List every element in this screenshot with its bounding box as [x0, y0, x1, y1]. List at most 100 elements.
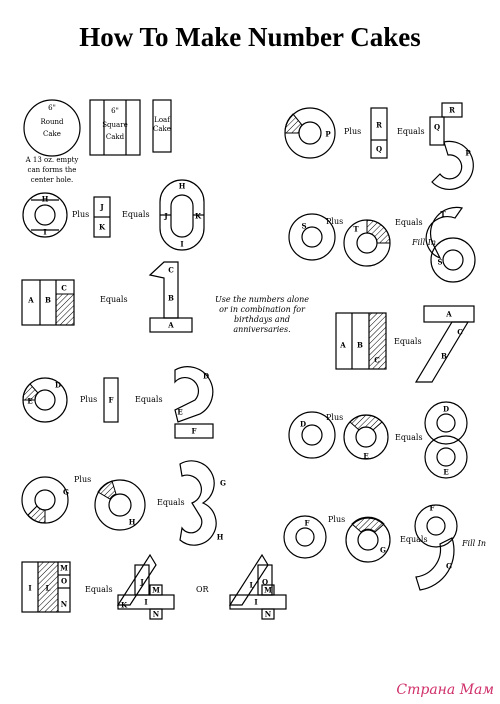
number-3-recipe: G Plus H Equals G H	[21, 460, 226, 546]
svg-text:H: H	[179, 182, 186, 191]
svg-text:I: I	[254, 598, 257, 607]
svg-text:P: P	[325, 130, 331, 139]
svg-text:A: A	[27, 296, 34, 305]
svg-text:L: L	[250, 581, 255, 590]
svg-text:K: K	[121, 601, 128, 610]
svg-text:Cakd: Cakd	[106, 133, 125, 141]
svg-text:Equals: Equals	[157, 498, 185, 507]
svg-text:E: E	[443, 468, 448, 477]
svg-text:Equals: Equals	[395, 433, 423, 442]
svg-text:O: O	[262, 578, 268, 587]
svg-text:F: F	[109, 396, 114, 405]
svg-text:Plus: Plus	[326, 217, 343, 226]
square-cake-pan: 6" Square Cakd	[89, 99, 141, 156]
svg-text:I: I	[28, 584, 31, 593]
center-note: Use the numbers alone or in combination …	[215, 295, 309, 334]
svg-text:D: D	[203, 372, 209, 381]
svg-text:F: F	[192, 427, 197, 436]
svg-text:Cake: Cake	[43, 130, 61, 138]
svg-text:O: O	[61, 577, 67, 586]
svg-text:Equals: Equals	[122, 210, 150, 219]
svg-text:Equals: Equals	[397, 127, 425, 136]
svg-text:A 13 oz. empty: A 13 oz. empty	[25, 156, 79, 164]
svg-text:S: S	[301, 222, 306, 231]
svg-text:B: B	[45, 296, 51, 305]
svg-text:F: F	[430, 504, 435, 513]
svg-text:S: S	[437, 258, 442, 267]
svg-text:J: J	[99, 203, 104, 212]
svg-text:Plus: Plus	[74, 475, 91, 484]
svg-text:Equals: Equals	[395, 218, 423, 227]
svg-text:Equals: Equals	[135, 395, 163, 404]
svg-text:G: G	[63, 488, 69, 497]
svg-text:H: H	[129, 518, 136, 527]
svg-text:Q: Q	[376, 145, 382, 154]
svg-text:Q: Q	[434, 123, 440, 132]
svg-text:J: J	[163, 212, 168, 221]
svg-text:D: D	[300, 420, 306, 429]
round-cake-pan: 6" Round Cake A 13 oz. empty can forms t…	[23, 99, 81, 184]
svg-text:center hole.: center hole.	[31, 176, 73, 184]
svg-text:Fill In: Fill In	[411, 238, 436, 247]
number-5-recipe: P Plus R Q Equals R Q P	[284, 102, 474, 190]
svg-text:M: M	[152, 586, 160, 595]
loaf-cake-pan: Loaf Cake	[152, 99, 172, 153]
svg-text:E: E	[177, 408, 182, 417]
svg-text:B: B	[168, 294, 174, 303]
svg-text:E: E	[363, 452, 368, 461]
svg-text:A: A	[167, 321, 174, 330]
svg-text:C: C	[457, 328, 463, 337]
watermark: Страна Мам	[396, 682, 494, 698]
svg-text:Use the numbers alone: Use the numbers alone	[215, 295, 309, 304]
svg-text:T: T	[353, 225, 359, 234]
svg-text:can forms the: can forms the	[28, 166, 77, 174]
svg-text:Plus: Plus	[72, 210, 89, 219]
svg-text:Loaf: Loaf	[154, 116, 171, 124]
svg-text:D: D	[55, 381, 61, 390]
svg-text:Equals: Equals	[85, 585, 113, 594]
svg-text:H: H	[42, 195, 49, 204]
svg-text:F: F	[305, 519, 310, 528]
svg-text:Plus: Plus	[326, 413, 343, 422]
svg-text:J: J	[139, 578, 144, 587]
page-title: How To Make Number Cakes	[79, 22, 421, 52]
svg-text:Round: Round	[41, 118, 65, 126]
svg-text:D: D	[443, 405, 449, 414]
number-4-recipe: I L M O N Equals J I M N K OR L O I M N	[21, 553, 287, 620]
svg-text:Cake: Cake	[153, 125, 171, 133]
svg-text:birthdays and: birthdays and	[234, 315, 290, 324]
number-7-recipe: A B C Equals A C B	[335, 305, 475, 383]
number-6-recipe: S Plus T Equals T S Fill In	[288, 206, 476, 283]
svg-text:M: M	[264, 586, 272, 595]
svg-text:I: I	[43, 228, 46, 237]
svg-text:N: N	[61, 600, 68, 609]
number-1-recipe: A B C Equals C B A	[21, 261, 193, 333]
svg-text:Equals: Equals	[394, 337, 422, 346]
svg-text:T: T	[440, 210, 446, 219]
svg-text:I: I	[144, 598, 147, 607]
svg-text:A: A	[445, 310, 452, 319]
svg-text:I: I	[180, 240, 183, 249]
svg-text:Equals: Equals	[400, 535, 428, 544]
svg-text:G: G	[380, 546, 386, 555]
svg-text:N: N	[153, 610, 160, 619]
number-9-recipe: F Plus G Equals F G Fill In	[283, 504, 486, 591]
svg-text:6": 6"	[111, 107, 119, 115]
svg-text:6": 6"	[48, 104, 56, 112]
svg-text:M: M	[60, 564, 68, 573]
svg-text:OR: OR	[196, 585, 210, 594]
svg-text:G: G	[446, 562, 452, 571]
number-8-recipe: D Plus E Equals D E	[288, 401, 468, 479]
svg-text:A: A	[339, 341, 346, 350]
svg-text:B: B	[357, 341, 363, 350]
svg-text:K: K	[99, 223, 106, 232]
svg-text:N: N	[265, 610, 272, 619]
svg-text:Plus: Plus	[80, 395, 97, 404]
number-0-recipe: H I Plus J K Equals H J K I	[22, 179, 205, 251]
svg-text:K: K	[195, 212, 202, 221]
svg-text:E: E	[27, 397, 32, 406]
svg-text:or in combination for: or in combination for	[219, 305, 306, 314]
svg-text:C: C	[61, 284, 67, 293]
svg-text:anniversaries.: anniversaries.	[233, 325, 290, 334]
